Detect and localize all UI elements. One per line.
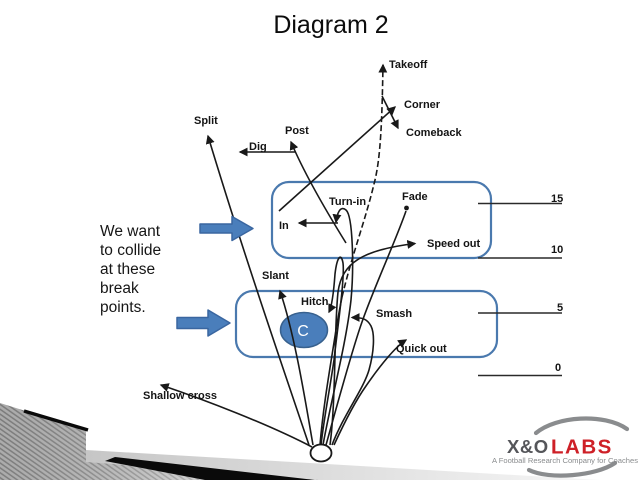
route-label-quick-out: Quick out	[396, 343, 447, 355]
route-split-path	[205, 134, 310, 446]
pointer-arrow-upper-icon	[199, 215, 254, 242]
route-label-split: Split	[194, 115, 218, 127]
route-label-fade: Fade	[402, 191, 428, 203]
annotation-line-4: break	[100, 280, 139, 297]
logo-swoosh-top-icon	[533, 416, 630, 436]
route-corner-path	[278, 106, 397, 212]
pointer-arrow-lower-icon	[176, 309, 231, 337]
yard-markers	[478, 202, 562, 377]
logo-tagline: A Football Research Company for Coaches	[492, 456, 638, 465]
route-label-slant: Slant	[262, 270, 289, 282]
annotation-line-5: points.	[100, 299, 146, 316]
route-label-post: Post	[285, 125, 309, 137]
route-label-dig: Dig	[249, 141, 267, 153]
route-label-comeback: Comeback	[406, 127, 463, 139]
break-point-box-lower	[234, 289, 499, 359]
yard-label-15: 15	[551, 193, 563, 205]
route-labels: Takeoff Corner Comeback Split Post Dig F…	[143, 59, 481, 402]
route-shallow-cross-path	[159, 383, 313, 448]
break-point-box-upper	[270, 180, 493, 260]
collision-circle-label: C	[297, 323, 309, 340]
route-turn-in-path	[322, 207, 354, 446]
annotation-line-3: at these	[100, 261, 155, 278]
corner-decoration	[0, 403, 600, 480]
route-label-turn-in: Turn-in	[329, 196, 366, 208]
decoration-black-band	[105, 457, 315, 480]
annotation-line-1: We want	[100, 223, 161, 240]
route-label-in: In	[279, 220, 289, 232]
route-tree	[159, 63, 417, 463]
logo-swoosh-bottom-icon	[526, 460, 618, 478]
route-speed-out-path	[329, 239, 417, 446]
route-label-shallow-cross: Shallow cross	[143, 390, 217, 402]
route-fade-dot	[404, 205, 409, 211]
route-hitch-path	[320, 256, 345, 446]
route-quick-out-path	[333, 339, 408, 446]
logo-text-xo: X&O	[507, 436, 549, 457]
logo-text-labs: LABS	[551, 436, 613, 459]
yard-label-0: 0	[555, 362, 561, 374]
annotation-text: We want to collide at these break points…	[100, 223, 161, 316]
route-label-smash: Smash	[376, 308, 412, 320]
route-label-hitch: Hitch	[301, 296, 329, 308]
route-label-speed-out: Speed out	[427, 238, 481, 250]
yard-label-10: 10	[551, 244, 563, 256]
route-slant-path	[278, 289, 314, 446]
start-point-circle	[309, 443, 333, 463]
route-label-takeoff: Takeoff	[389, 59, 428, 71]
annotation-line-2: to collide	[100, 242, 161, 259]
route-label-corner: Corner	[404, 99, 441, 111]
xo-labs-logo: X&O LABS A Football Research Company for…	[492, 416, 638, 478]
slide-title: Diagram 2	[273, 11, 388, 39]
route-fade-path	[325, 210, 407, 446]
decoration-stripe-shading	[0, 403, 320, 480]
decoration-black-edge	[23, 409, 89, 432]
yard-label-5: 5	[557, 302, 563, 314]
route-smash-path	[331, 313, 375, 446]
